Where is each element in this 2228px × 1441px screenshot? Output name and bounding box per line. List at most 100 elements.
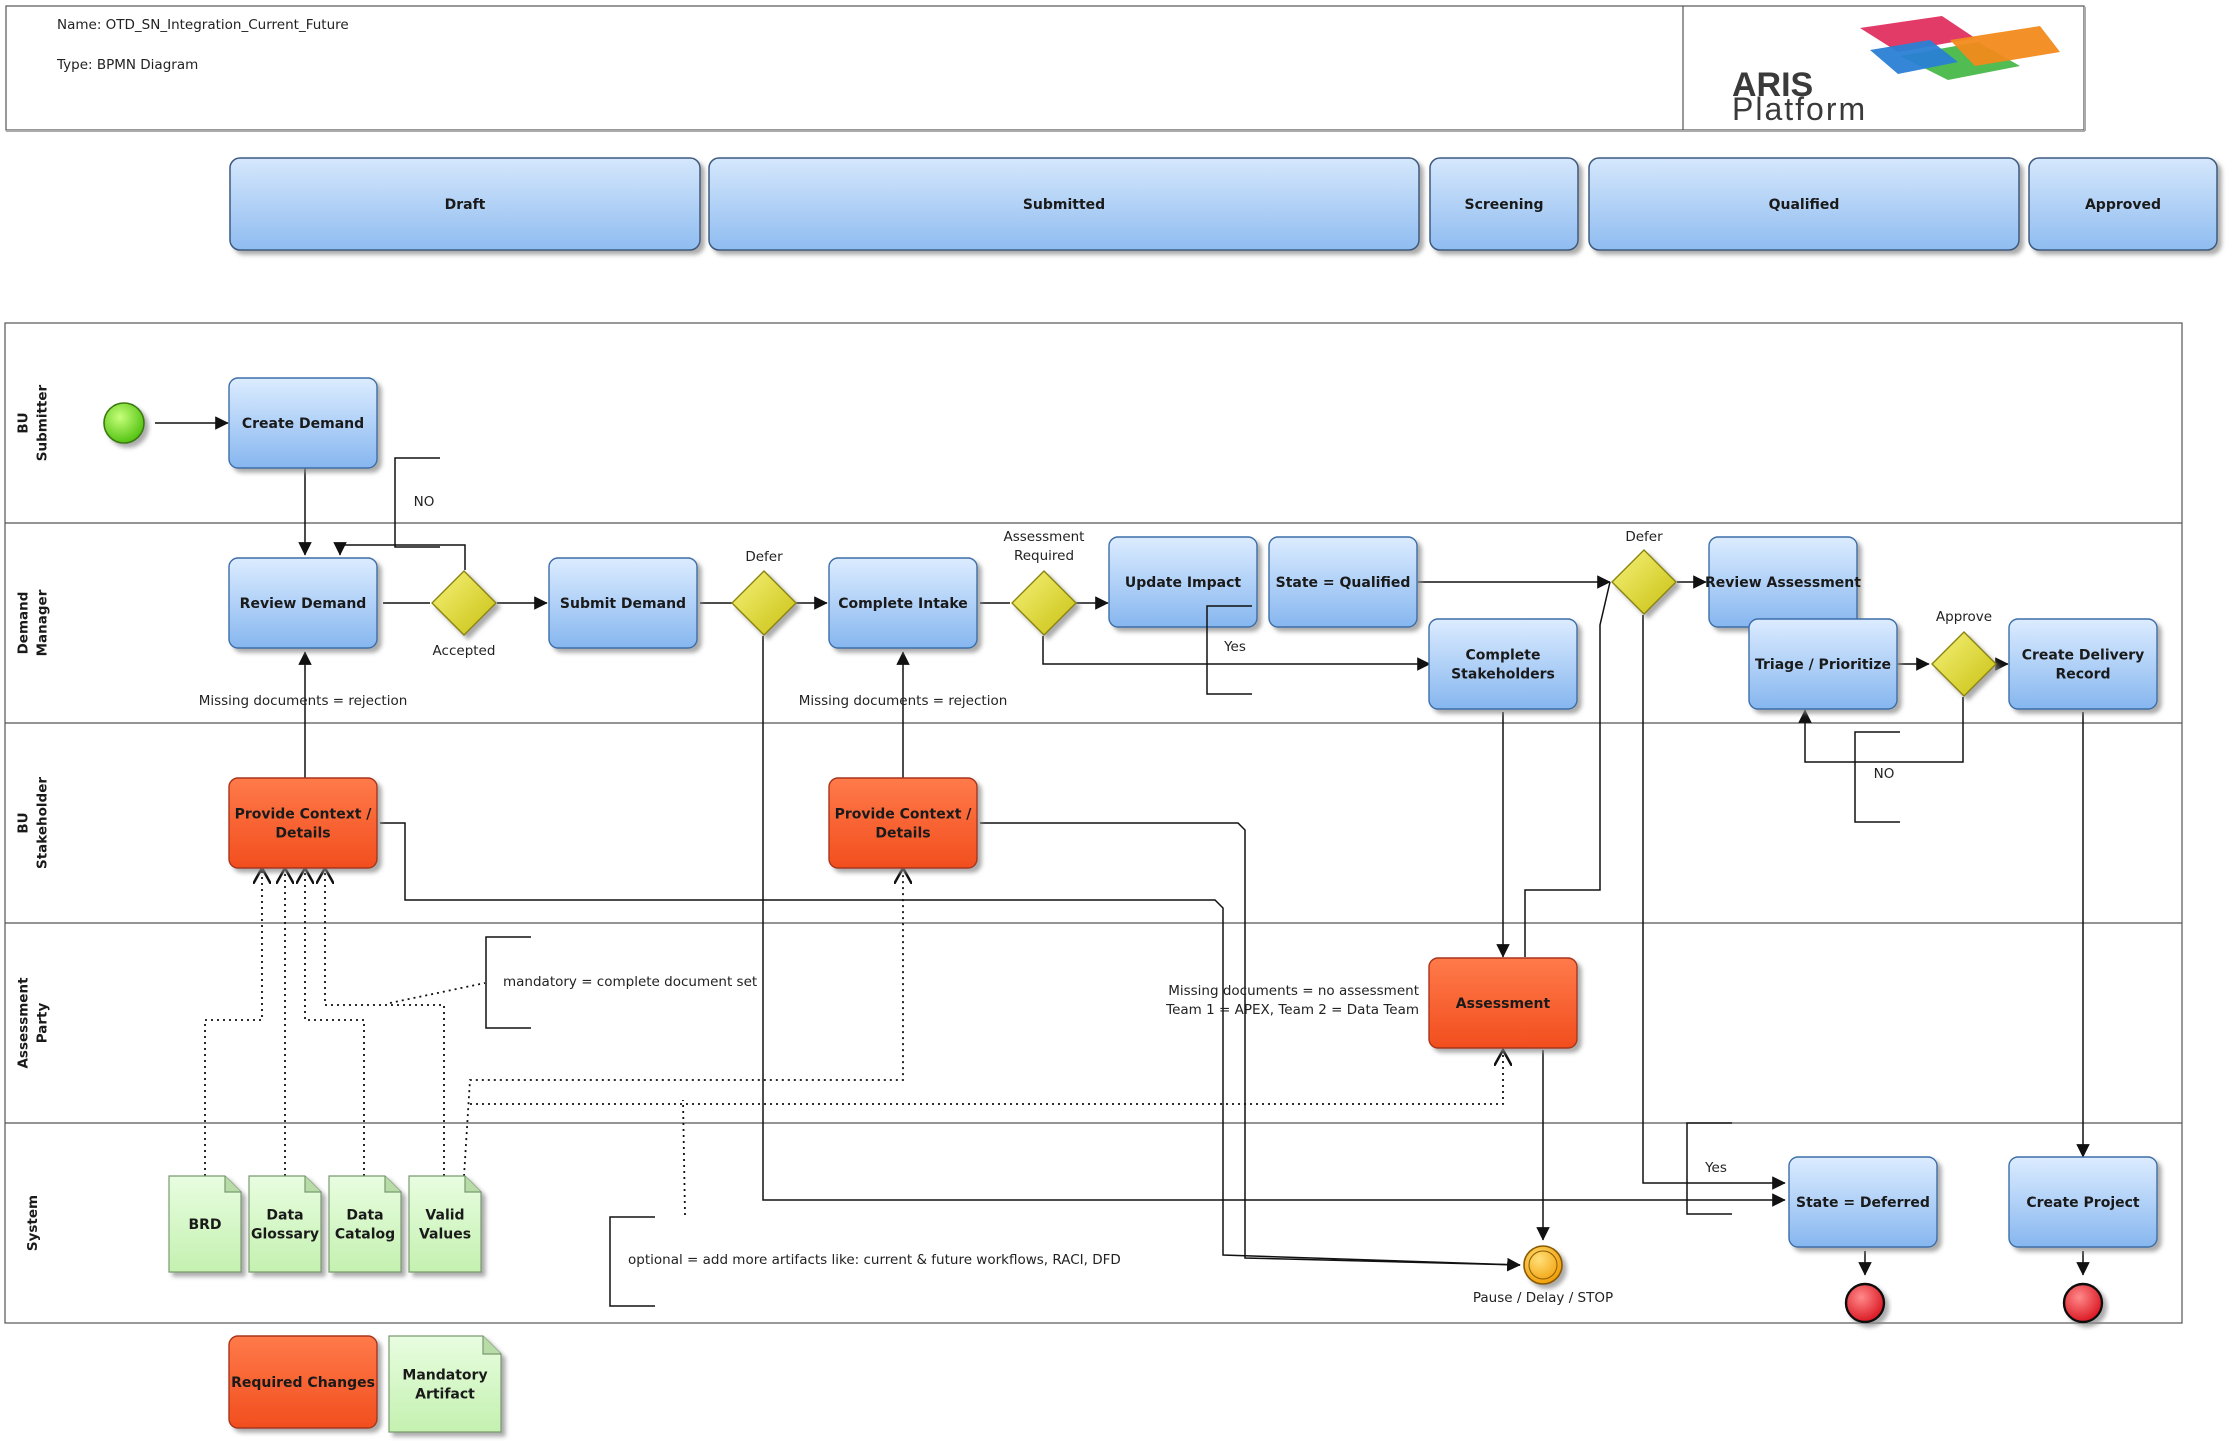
task-box[interactable] [228, 377, 378, 469]
legend-artifact-fold [482, 1336, 501, 1355]
label-line: Submit Demand [560, 596, 686, 612]
label-line: Mandatory [402, 1368, 487, 1384]
task-label-text: Assessment [1456, 996, 1551, 1012]
logo-word-platform: Platform [1732, 91, 1867, 127]
task-submit-demand[interactable]: Submit Demand [548, 557, 698, 649]
assoc-mandatory-note [389, 982, 486, 1004]
lane-title-line: BU [16, 412, 32, 433]
gateway-accepted[interactable] [431, 570, 497, 636]
artifact-fold [464, 1176, 481, 1193]
task-review-assessment[interactable]: Review Assessment [1705, 536, 1861, 628]
flow-assessment-to-defer2 [1524, 581, 1611, 957]
label-accepted: Accepted [433, 643, 496, 659]
task-review-demand[interactable]: Review Demand [228, 557, 378, 649]
task-provide-context-1[interactable]: Provide Context /Details [228, 777, 378, 869]
artifact-fold [304, 1176, 321, 1193]
annotation-bracket-optional [609, 1216, 655, 1307]
assoc-artifacts-to-assessment [470, 1050, 1503, 1105]
intermediate-event-pause[interactable] [1523, 1245, 1563, 1285]
label-line: Create Demand [242, 416, 364, 432]
label-missing-docs-1: Missing documents = rejection [199, 693, 408, 709]
task-box[interactable] [2008, 618, 2158, 710]
end-event-project[interactable] [2062, 1282, 2104, 1324]
label-line: Create Delivery [2022, 648, 2145, 664]
flow-no-back-to-review [333, 542, 466, 570]
phase-label: Approved [2085, 197, 2161, 213]
task-triage-prioritize[interactable]: Triage / Prioritize [1748, 618, 1898, 710]
task-box[interactable] [1428, 957, 1578, 1049]
gateway-approve[interactable] [1931, 631, 1997, 697]
gateway-defer-2[interactable] [1611, 549, 1677, 615]
task-complete-intake[interactable]: Complete Intake [828, 557, 978, 649]
task-box[interactable] [2008, 1156, 2158, 1248]
annotation-bracket-yes [1206, 605, 1252, 695]
artifact-fold [224, 1176, 241, 1193]
label-no-2: NO [1874, 766, 1895, 782]
phase-box [1588, 157, 2020, 251]
sequence-flows [155, 416, 2090, 1276]
task-label-text: Provide Context /Details [235, 807, 373, 842]
task-create-demand[interactable]: Create Demand [228, 377, 378, 469]
gateway-assessment-required[interactable] [1011, 570, 1077, 636]
gateway-defer-1[interactable] [731, 570, 797, 636]
task-box[interactable] [828, 557, 978, 649]
task-provide-context-2[interactable]: Provide Context /Details [828, 777, 978, 869]
task-state-qualified[interactable]: State = Qualified [1268, 536, 1418, 628]
artifact-shape[interactable] [328, 1175, 402, 1273]
associations [204, 868, 1503, 1216]
assoc-values-to-provide-context [325, 868, 445, 1176]
task-label-text: Update Impact [1125, 575, 1241, 591]
task-create-project[interactable]: Create Project [2008, 1156, 2158, 1248]
task-state-deferred[interactable]: State = Deferred [1788, 1156, 1938, 1248]
task-label-text: Complete Intake [838, 596, 968, 612]
task-box[interactable] [1788, 1156, 1938, 1248]
task-label-text: Create Project [2026, 1195, 2140, 1211]
label-line: Triage / Prioritize [1755, 657, 1891, 673]
task-box[interactable] [828, 777, 978, 869]
task-label-text: Review Assessment [1705, 575, 1861, 591]
start-event[interactable] [103, 402, 145, 444]
label-no: NO [414, 494, 435, 510]
assoc-catalog-to-provide-context [305, 868, 365, 1176]
task-label: State = Qualified [1276, 575, 1411, 591]
flow-provide1-to-pause [380, 822, 1521, 1272]
label-defer-2: Defer [1625, 529, 1663, 545]
task-label-text: Create Demand [242, 416, 364, 432]
label-teams: Team 1 = APEX, Team 2 = Data Team [1165, 1002, 1419, 1018]
task-label: Provide Context /Details [835, 807, 973, 842]
label-line: Update Impact [1125, 575, 1241, 591]
label-assessment-required-line2: Required [1014, 548, 1074, 564]
task-box[interactable] [228, 557, 378, 649]
task-box[interactable] [228, 777, 378, 869]
task-box[interactable] [1108, 536, 1258, 628]
task-box[interactable] [1268, 536, 1418, 628]
label-line: Values [419, 1227, 471, 1243]
task-assessment[interactable]: Assessment [1428, 957, 1578, 1049]
artifact-shape[interactable] [408, 1175, 482, 1273]
lane-title-line: Party [35, 1003, 51, 1044]
artifact-shape[interactable] [168, 1175, 242, 1273]
task-update-impact[interactable]: Update Impact [1108, 536, 1258, 628]
phase-screening: Screening [1429, 157, 1579, 251]
task-box[interactable] [1428, 618, 1578, 710]
task-box[interactable] [1748, 618, 1898, 710]
aris-platform-logo: ARIS Platform [1732, 16, 2060, 127]
phase-box [708, 157, 1420, 251]
artifact-shape[interactable] [248, 1175, 322, 1273]
task-box[interactable] [548, 557, 698, 649]
label-line: Data [266, 1208, 303, 1224]
artifact-brd[interactable]: BRD [168, 1175, 242, 1273]
phase-box [2028, 157, 2218, 251]
end-event-deferred[interactable] [1844, 1282, 1886, 1324]
task-label-text: State = Deferred [1796, 1195, 1930, 1211]
